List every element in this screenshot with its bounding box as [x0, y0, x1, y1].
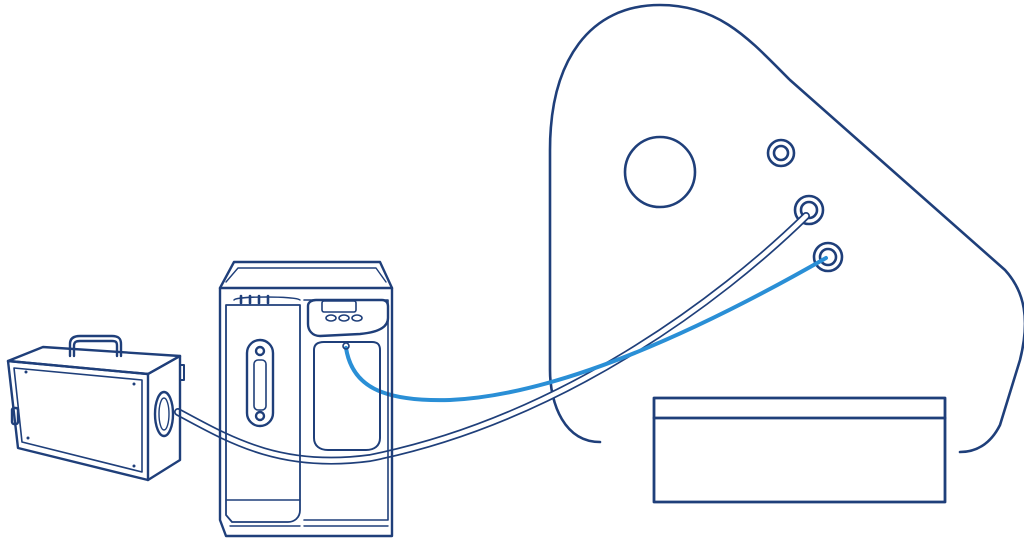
oxygen-supply-tube [344, 256, 828, 403]
small-port [766, 138, 796, 168]
air-supply-tube [174, 212, 810, 465]
concentrator-vent-slots [239, 294, 270, 305]
hyperbaric-chamber [548, 3, 1024, 454]
control-buttons [325, 314, 363, 322]
oxygen-concentrator [218, 260, 394, 538]
flowmeter-icon [245, 338, 275, 428]
air-compressor [6, 334, 185, 482]
concentrator-lid [218, 260, 394, 290]
humidifier-window [313, 341, 381, 451]
display-screen-icon [321, 300, 357, 313]
oxygen-inlet-port [812, 241, 844, 273]
concentrator-body [218, 286, 394, 538]
viewport-window [623, 135, 697, 209]
compressor-side [146, 354, 182, 482]
chamber-end-panel [548, 3, 1024, 454]
chamber-base [652, 396, 947, 504]
compressor-handle [68, 334, 123, 358]
display-panel [306, 298, 390, 338]
compressor-vent-icon [153, 390, 175, 438]
